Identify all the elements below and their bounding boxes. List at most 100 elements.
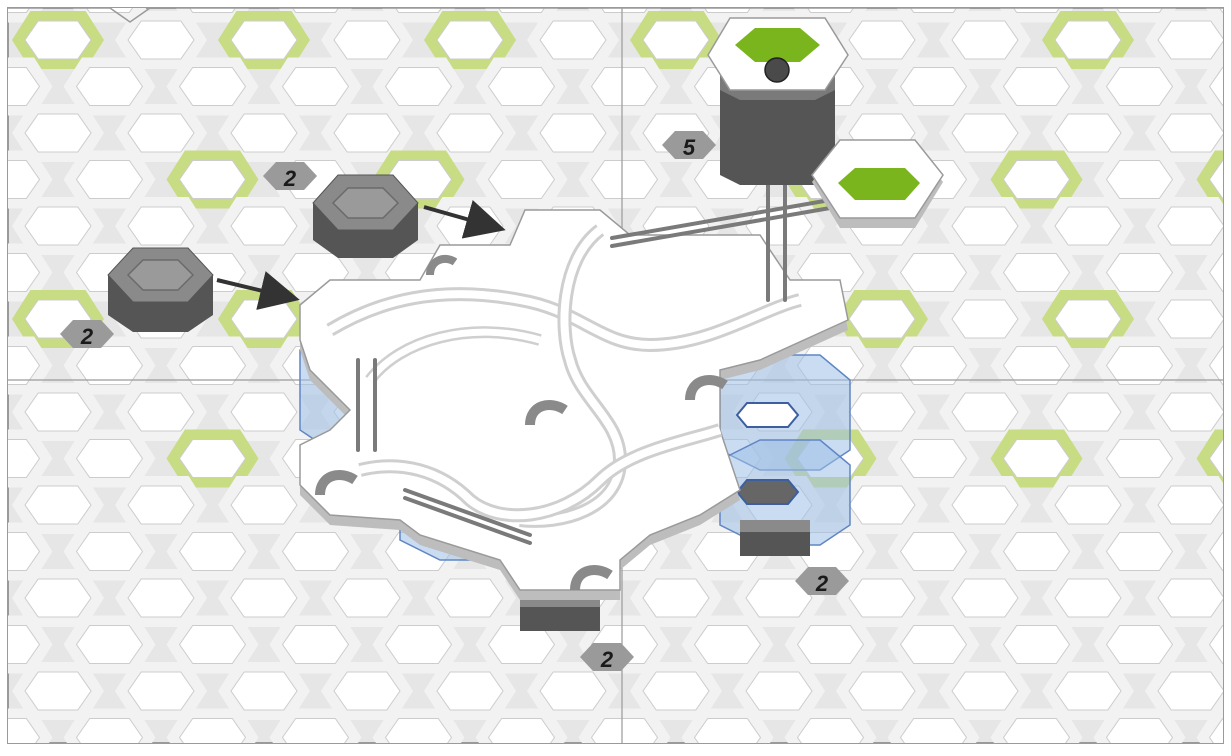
board-hole-center [180, 161, 246, 199]
board-hole-center [386, 68, 452, 106]
board-hole-center [334, 579, 400, 617]
board-hole-center [128, 579, 194, 617]
board-hole-center [901, 440, 967, 478]
board-hole-center [25, 207, 91, 245]
board-hole-center [180, 440, 246, 478]
board-hole-center [231, 114, 297, 152]
board-hole-center [901, 68, 967, 106]
board-hole-center [128, 672, 194, 710]
board-hole-center [1004, 161, 1070, 199]
board-hole-center [1004, 719, 1070, 752]
board-hole-center [489, 626, 555, 664]
board-hole-center [283, 533, 349, 571]
board-hole-center [1158, 300, 1224, 338]
board-hole-center [901, 347, 967, 385]
board-hole-center [695, 719, 761, 752]
board-hole-center [180, 626, 246, 664]
board-hole-center [231, 393, 297, 431]
board-hole-center [1055, 114, 1121, 152]
board-hole-center [1004, 440, 1070, 478]
board-hole [0, 290, 1, 348]
board-hole-center [1055, 579, 1121, 617]
board-hole-center [231, 672, 297, 710]
board-hole-center [283, 719, 349, 752]
board-hole-center [437, 21, 503, 59]
board-hole-center [77, 533, 143, 571]
support-stack-right [740, 520, 810, 556]
board-hole-center [849, 300, 915, 338]
board-hole-center [952, 486, 1018, 524]
board-hole-center [386, 626, 452, 664]
board-hole-center [901, 533, 967, 571]
board-hole-center [128, 393, 194, 431]
board-hole-center [901, 626, 967, 664]
board-hole-center [695, 626, 761, 664]
board-hole-center [1107, 161, 1173, 199]
board-hole-center [25, 579, 91, 617]
board-hole-center [1158, 486, 1224, 524]
count-badge-label: 2 [600, 647, 614, 672]
board-hole-center [1107, 254, 1173, 292]
board-hole-center [540, 114, 606, 152]
board-hole-center [231, 207, 297, 245]
board-hole-center [25, 672, 91, 710]
board-hole-center [1055, 300, 1121, 338]
board-hole-center [1004, 533, 1070, 571]
board-hole-center [334, 21, 400, 59]
board-hole-center [643, 21, 709, 59]
board-hole-center [1107, 68, 1173, 106]
board-hole-center [1055, 393, 1121, 431]
count-badge-label: 5 [683, 135, 696, 160]
board-hole-center [334, 672, 400, 710]
board-hole-center [1055, 21, 1121, 59]
board-hole-center [283, 626, 349, 664]
board-hole-center [77, 68, 143, 106]
board-hole-center [231, 486, 297, 524]
board-hole-center [283, 68, 349, 106]
height-stack-middle [313, 175, 418, 258]
board-hole-center [952, 672, 1018, 710]
board-hole-center [849, 21, 915, 59]
count-badge-label: 2 [80, 324, 94, 349]
board-hole [0, 197, 1, 255]
board-hole-center [25, 114, 91, 152]
board-hole-center [1055, 486, 1121, 524]
board-hole-center [1004, 68, 1070, 106]
dark-opening [737, 480, 798, 504]
board-hole-center [489, 719, 555, 752]
board-hole-center [592, 719, 658, 752]
board-hole-center [1004, 347, 1070, 385]
board-hole-center [643, 672, 709, 710]
board-hole-center [952, 21, 1018, 59]
board-hole-center [128, 207, 194, 245]
board-hole-center [1055, 207, 1121, 245]
board-hole-center [1107, 533, 1173, 571]
count-badge-label: 2 [283, 166, 297, 191]
board-hole-center [540, 672, 606, 710]
board-hole-center [849, 672, 915, 710]
board-hole-center [489, 68, 555, 106]
board-hole-center [180, 719, 246, 752]
board-hole-center [901, 719, 967, 752]
board-hole [0, 11, 1, 69]
board-hole-center [1158, 114, 1224, 152]
count-badge-label: 2 [815, 571, 829, 596]
board-hole-center [952, 114, 1018, 152]
board-hole-center [77, 719, 143, 752]
board-hole-center [798, 719, 864, 752]
board-hole-center [849, 579, 915, 617]
board-hole-center [1107, 347, 1173, 385]
board-hole-center [1004, 626, 1070, 664]
board-hole-center [231, 300, 297, 338]
board-hole-center [746, 672, 812, 710]
board-hole-center [952, 300, 1018, 338]
marble-ball-icon [765, 58, 789, 82]
board-hole-center [77, 347, 143, 385]
board-hole-center [540, 21, 606, 59]
board-hole-center [1158, 21, 1224, 59]
board-hole-center [128, 114, 194, 152]
board-hole-center [798, 626, 864, 664]
board-hole-center [77, 440, 143, 478]
